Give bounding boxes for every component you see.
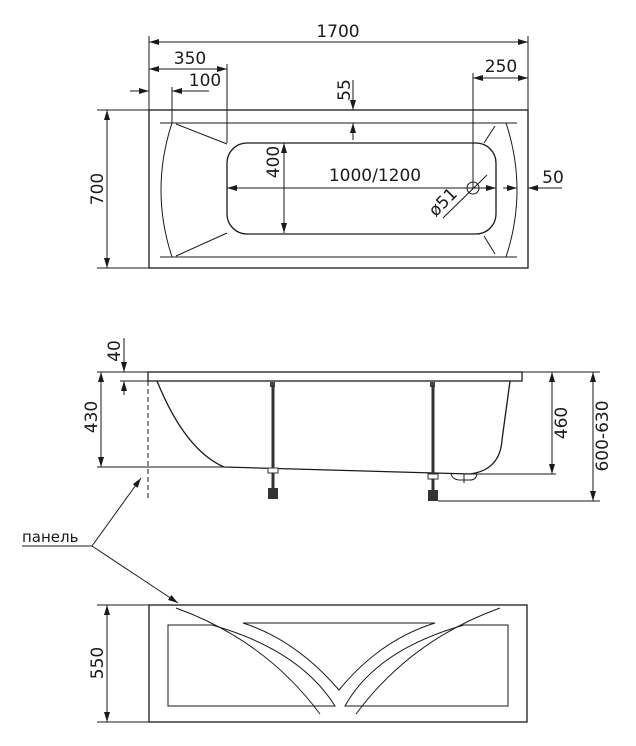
support-leg	[427, 382, 439, 501]
side-view: 40 430 460 600-630	[82, 338, 613, 502]
dim-rim-width: 55	[335, 79, 355, 101]
dim-headrest-offset: 350	[174, 49, 206, 69]
dim-panel-height: 550	[88, 647, 108, 679]
dim-end-rim: 50	[542, 168, 564, 188]
dim-bottom-length: 1000/1200	[329, 166, 421, 186]
panel-label: панель	[22, 528, 78, 546]
dim-total-height: 600-630	[593, 400, 613, 471]
dim-depth-left: 430	[82, 401, 102, 433]
tub-rim-side	[147, 371, 523, 382]
support-leg	[267, 382, 279, 499]
dim-bottom-width: 400	[264, 146, 284, 178]
dim-width: 700	[88, 173, 108, 205]
dim-drain-offset: 250	[485, 57, 517, 77]
dim-drain-diameter: ø51	[425, 184, 462, 221]
front-panel: 550	[88, 604, 528, 723]
tub-outline-top	[148, 109, 529, 269]
dim-rim-height: 40	[105, 340, 125, 362]
tub-body-side	[156, 380, 511, 475]
dim-depth-right: 460	[552, 407, 572, 439]
dim-length: 1700	[316, 22, 359, 42]
dim-edge-offset: 100	[189, 71, 221, 91]
panel-outline	[148, 604, 528, 723]
top-view: 1700 350 100 55 250 700 400 1000/1200 ø5…	[88, 22, 564, 269]
